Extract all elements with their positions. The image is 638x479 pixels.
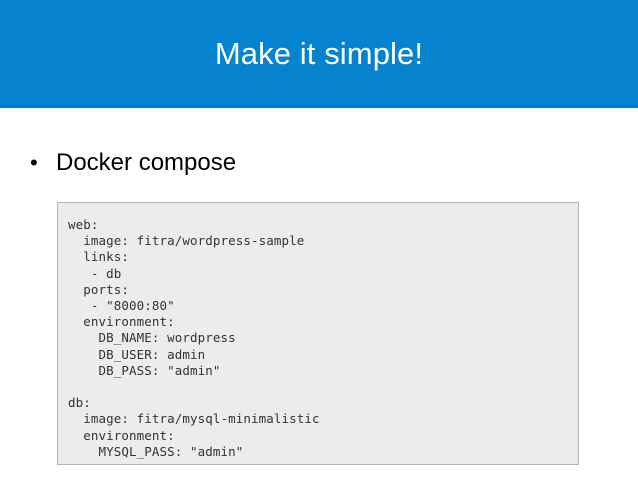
- bullet-marker-icon: •: [30, 150, 38, 175]
- code-block-docker-compose: web: image: fitra/wordpress-sample links…: [57, 202, 579, 465]
- page-title: Make it simple!: [214, 36, 424, 71]
- bullet-item-label: Docker compose: [56, 149, 237, 176]
- bullet-item-docker-compose: • Docker compose: [30, 148, 236, 178]
- code-block-content: web: image: fitra/wordpress-sample links…: [68, 217, 320, 459]
- slide-header-banner: Make it simple!: [0, 0, 638, 108]
